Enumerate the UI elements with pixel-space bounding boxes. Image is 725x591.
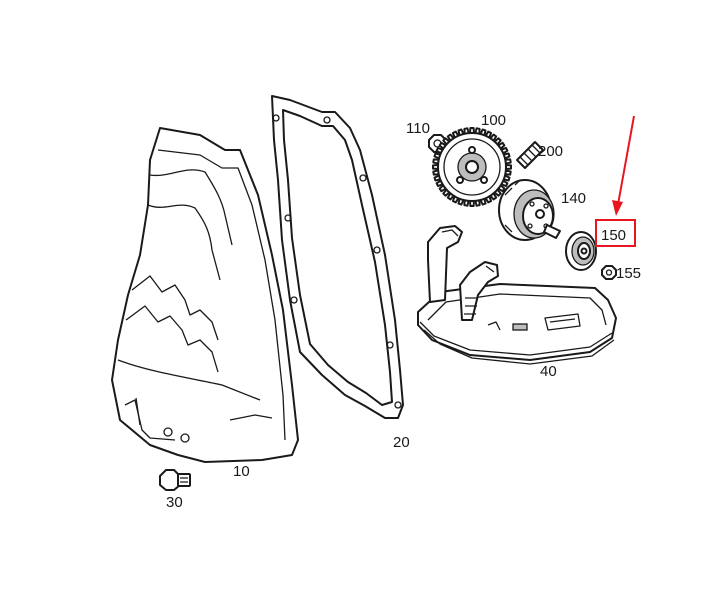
- highlight-box: [595, 219, 636, 247]
- callout-150: 150: [601, 227, 626, 244]
- sprocket-150[interactable]: [565, 231, 597, 271]
- spring-pin[interactable]: [516, 141, 544, 169]
- callout-140: 140: [561, 190, 586, 207]
- oil-pump[interactable]: [498, 179, 561, 241]
- callout-10: 10: [233, 463, 250, 480]
- callout-20: 20: [393, 434, 410, 451]
- highlight-arrow: [612, 115, 635, 216]
- callout-110: 110: [406, 120, 430, 137]
- nut-155[interactable]: [601, 265, 617, 280]
- oil-pan-housing[interactable]: [111, 127, 299, 463]
- oil-filter[interactable]: [417, 225, 617, 365]
- drive-gear[interactable]: [432, 127, 512, 207]
- callout-40: 40: [540, 363, 557, 380]
- bolt-30[interactable]: [159, 469, 191, 491]
- pan-gasket[interactable]: [271, 95, 404, 419]
- callout-155: 155: [616, 265, 641, 282]
- callout-30: 30: [166, 494, 183, 511]
- callout-100: 100: [481, 112, 506, 129]
- callout-200: 200: [538, 143, 563, 160]
